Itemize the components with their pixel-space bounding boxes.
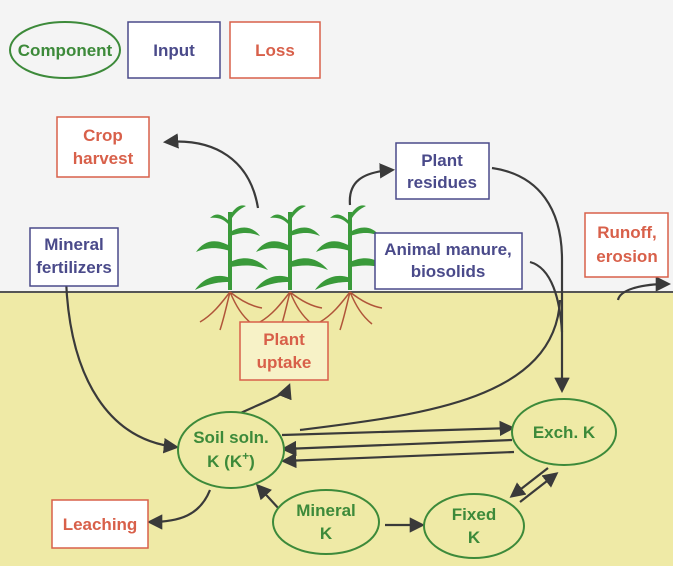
soil-solution-line1: Soil soln. <box>193 428 269 447</box>
arrow-plants-to-crop-harvest <box>162 133 260 209</box>
flow-arrows <box>64 133 672 533</box>
mineral-fertilizers-line2: fertilizers <box>36 258 112 277</box>
corn-plant-icon <box>255 205 328 331</box>
legend-loss-shape <box>229 21 321 79</box>
arrow-soil-solution-to-leaching <box>146 489 212 530</box>
runoff-erosion-line1: Runoff, <box>597 223 656 242</box>
fixed-k-node <box>423 493 525 559</box>
plant-uptake-box <box>239 321 329 381</box>
plant-residues-box <box>395 142 490 200</box>
legend-loss-label: Loss <box>255 41 295 60</box>
arrow-soil-solution-to-exch-k <box>281 420 516 437</box>
runoff-erosion-line2: erosion <box>596 247 657 266</box>
arrow-exch-k-to-soil-solution-2 <box>280 450 515 469</box>
legend-input-label: Input <box>153 41 195 60</box>
leaching-box <box>51 499 149 549</box>
fixed-k-line1: Fixed <box>452 505 496 524</box>
arrow-plant-residues-to-exch-k <box>491 166 570 394</box>
corn-plant-icon <box>195 205 268 331</box>
exchangeable-k-label: Exch. K <box>533 423 596 442</box>
arrow-mineral-k-to-soil-solution <box>255 483 281 511</box>
legend-input-shape <box>127 21 221 79</box>
legend-component-shape <box>9 21 121 79</box>
corn-plants <box>195 205 388 331</box>
leaching-label: Leaching <box>63 515 138 534</box>
mineral-fertilizers-line1: Mineral <box>44 235 104 254</box>
arrow-fixed-k-to-exch-k <box>519 472 559 503</box>
runoff-erosion-box <box>584 212 669 278</box>
plant-residues-line2: residues <box>407 173 477 192</box>
animal-manure-box <box>374 232 523 290</box>
crop-harvest-line1: Crop <box>83 126 123 145</box>
corn-plant-icon <box>315 205 388 331</box>
animal-manure-line2: biosolids <box>411 262 486 281</box>
legend-component-label: Component <box>18 41 113 60</box>
component-nodes: Soil soln. K (K+) Exch. K Mineral K Fixe… <box>177 398 617 559</box>
mineral-k-line2: K <box>320 524 333 543</box>
plant-residues-line1: Plant <box>421 151 463 170</box>
plant-uptake-line2: uptake <box>257 353 312 372</box>
mineral-k-node <box>272 489 380 555</box>
mineral-k-line1: Mineral <box>296 501 356 520</box>
arrow-fertilizers-to-soil-solution <box>64 279 180 454</box>
crop-harvest-line2: harvest <box>73 149 134 168</box>
soil-solution-node <box>177 411 285 489</box>
arrow-exch-k-to-soil-solution <box>280 438 513 457</box>
mineral-fertilizers-box <box>29 227 119 287</box>
input-boxes: Plant residues Mineral fertilizers Anima… <box>29 142 523 290</box>
soil-solution-line2: K (K+) <box>207 449 255 471</box>
legend: Component Input Loss <box>9 21 321 79</box>
exchangeable-k-node <box>511 398 617 466</box>
arrow-plants-to-plant-residues <box>348 163 396 206</box>
arrow-animal-manure-to-exch-k <box>529 260 564 333</box>
arrow-animal-manure-to-soil-solution <box>299 299 562 432</box>
arrow-to-runoff-erosion <box>616 276 672 301</box>
loss-boxes: Crop harvest Runoff, erosion Plant uptak… <box>51 116 669 549</box>
plant-uptake-line1: Plant <box>263 330 305 349</box>
fixed-k-line2: K <box>468 528 481 547</box>
crop-harvest-box <box>56 116 150 178</box>
animal-manure-line1: Animal manure, <box>384 240 512 259</box>
